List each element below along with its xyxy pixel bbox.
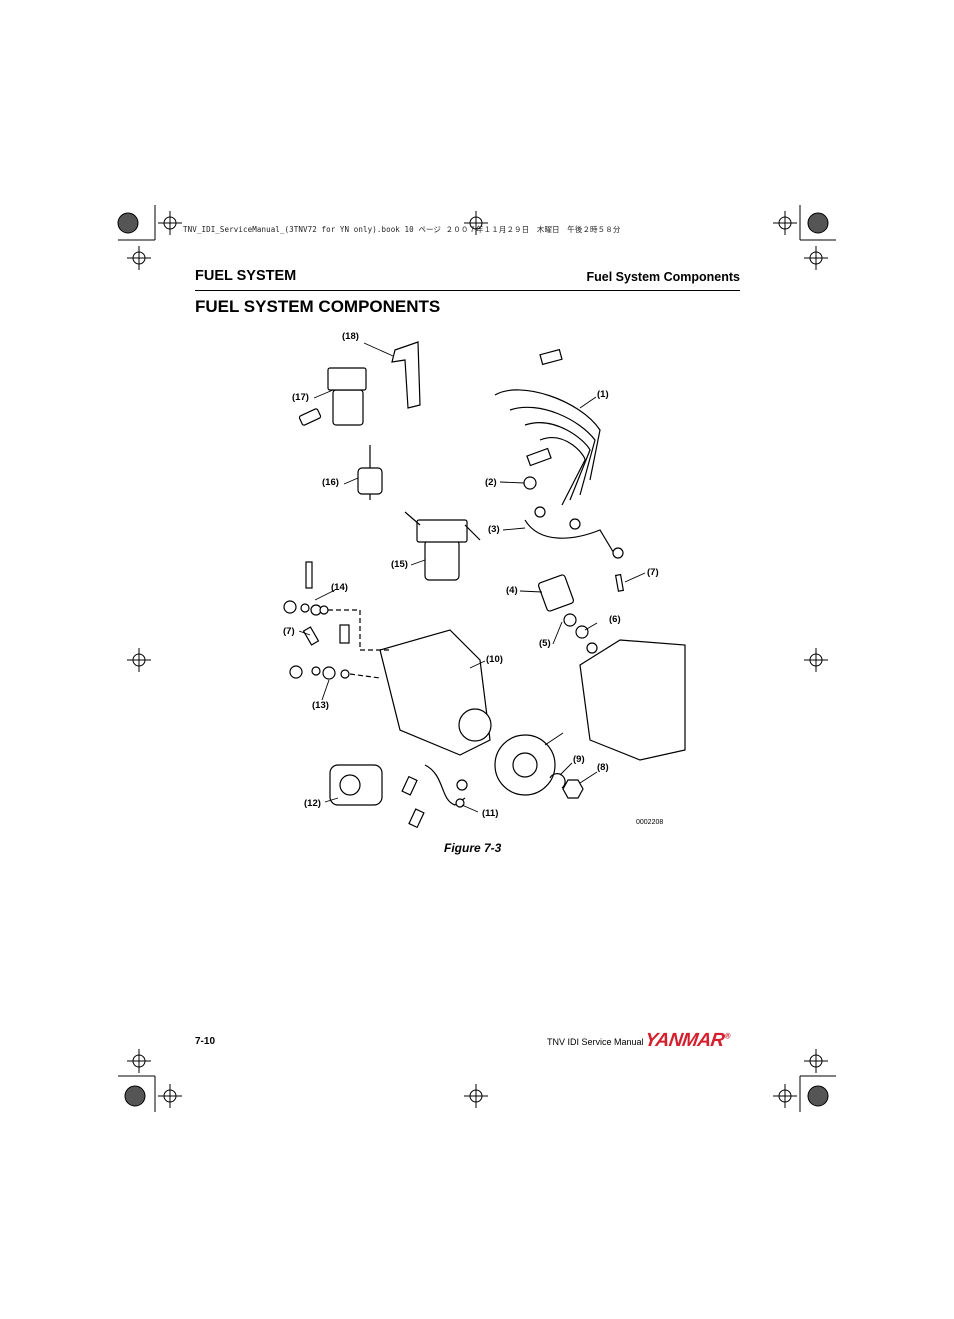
crosshair-icon xyxy=(804,1049,828,1073)
callout-label: (11) xyxy=(482,808,499,819)
registration-circle-icon xyxy=(807,212,829,234)
bracket-part xyxy=(391,341,421,409)
crosshair-icon xyxy=(127,648,151,672)
callout-label: (4) xyxy=(506,585,518,596)
crosshair-icon xyxy=(464,211,488,235)
callout-label: (7) xyxy=(283,626,295,637)
callout-label: (12) xyxy=(304,798,321,809)
crosshair-icon xyxy=(158,1084,182,1108)
callout-label: (6) xyxy=(609,614,621,625)
header-rule xyxy=(195,290,740,291)
callout-label: (8) xyxy=(597,762,609,773)
crosshair-icon xyxy=(804,648,828,672)
figure-caption: Figure 7-3 xyxy=(444,841,502,855)
callout-label: (5) xyxy=(539,638,551,649)
print-info-line: TNV_IDI_ServiceManual_(3TNV72 for YN onl… xyxy=(183,225,621,234)
callout-label: (18) xyxy=(342,331,359,342)
crosshair-icon xyxy=(804,246,828,270)
registration-circle-icon xyxy=(124,1085,146,1107)
crosshair-icon xyxy=(773,1084,797,1108)
registration-circle-icon xyxy=(117,212,139,234)
yanmar-logo: YANMAR® xyxy=(643,1030,731,1051)
injector-part xyxy=(537,574,575,612)
subsection-title: Fuel System Components xyxy=(586,270,741,284)
callout-label: (3) xyxy=(488,524,500,535)
crosshair-icon xyxy=(464,1084,488,1108)
page-number: 7-10 xyxy=(195,1036,216,1047)
crosshair-icon xyxy=(127,246,151,270)
section-title: FUEL SYSTEM xyxy=(195,268,297,284)
crosshair-icon xyxy=(127,1049,151,1073)
figure-code: 0002208 xyxy=(636,819,664,826)
callout-label: (13) xyxy=(312,700,329,711)
registration-circle-icon xyxy=(807,1085,829,1107)
callout-label: (9) xyxy=(573,754,585,765)
callout-label: (16) xyxy=(322,477,339,488)
crosshair-icon xyxy=(773,211,797,235)
water-separator-part xyxy=(424,539,460,581)
callout-label: (14) xyxy=(331,582,348,593)
cylinder-head-part xyxy=(579,639,686,761)
callout-label: (1) xyxy=(597,389,609,400)
injection-line-part xyxy=(494,389,601,481)
manual-title: TNV IDI Service Manual xyxy=(547,1037,644,1047)
callout-label: (2) xyxy=(485,477,497,488)
callout-label: (10) xyxy=(486,654,503,665)
callout-label: (17) xyxy=(292,392,309,403)
callout-label: (7) xyxy=(647,567,659,578)
inline-filter-part xyxy=(357,467,383,495)
crosshair-icon xyxy=(158,211,182,235)
page-title: FUEL SYSTEM COMPONENTS xyxy=(195,297,441,316)
fuel-filter-part xyxy=(332,389,364,426)
callout-label: (15) xyxy=(391,559,408,570)
